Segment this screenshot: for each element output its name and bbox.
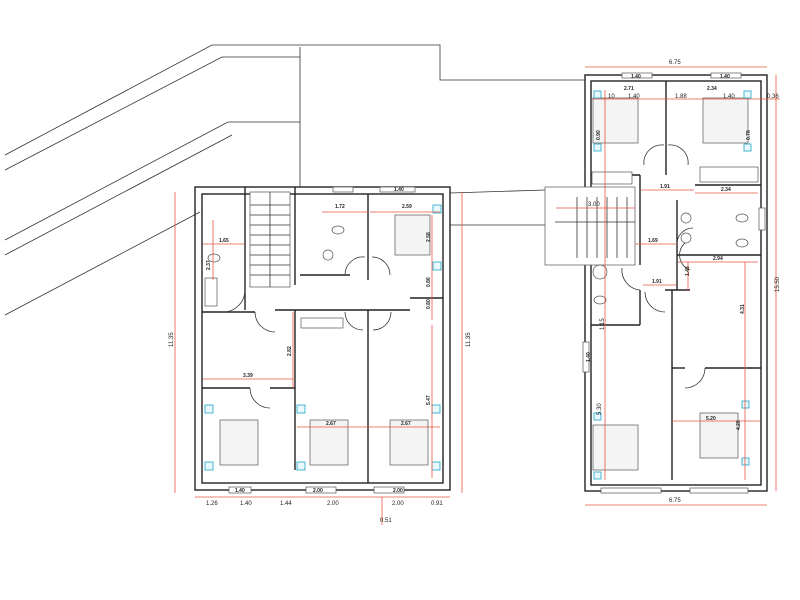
dim-label: 0.78 [746, 130, 752, 140]
washbasin [592, 264, 608, 280]
overall-width-label: 6.75 [669, 498, 681, 504]
window-label: 1.40 [720, 74, 730, 80]
window-label: 2.00 [313, 488, 323, 494]
overall-height-label: 15.50 [775, 276, 781, 292]
dim-label: 4.28 [736, 420, 742, 430]
dim-label: 3.39 [243, 373, 253, 379]
roof-outline [4, 44, 585, 316]
wardrobe [300, 317, 344, 329]
bed [702, 97, 749, 144]
dim-label: 2.34 [707, 86, 717, 92]
dim-label: 1.40 [628, 94, 640, 100]
staircase [544, 186, 636, 266]
bottom-dim: 2.00 [327, 501, 339, 507]
dim-label: 2.37 [206, 260, 212, 270]
overall-height-label: 11.35 [169, 332, 175, 347]
dim-label: 5.47 [426, 395, 432, 405]
door-swings [224, 256, 392, 409]
bed [592, 424, 639, 471]
right-floor-plan: 6.75 1.40 1.40 2.71 2.34 10 1.40 1.88 1.… [544, 60, 781, 506]
bottom-dim: 0.51 [380, 518, 392, 524]
sink [680, 212, 692, 224]
toilet [735, 213, 749, 223]
dim-label: 5.30 [597, 403, 603, 415]
dimension-lines [174, 192, 463, 525]
toilet [331, 225, 345, 235]
left-floor-plan: 1.72 2.59 1.40 1.65 2.37 2.58 0.86 0.80 … [169, 186, 472, 525]
dimension-lines [556, 66, 780, 506]
window-label: 1.40 [586, 352, 592, 362]
dim-label: 5.20 [706, 416, 716, 422]
bed [389, 419, 429, 466]
dim-label: 2.67 [326, 421, 336, 427]
window-label: 2.00 [393, 488, 403, 494]
dim-label: 10 [608, 94, 615, 100]
dim-label: 2.94 [713, 256, 723, 262]
bed [592, 97, 639, 144]
dim-label: 0.86 [426, 277, 432, 287]
dim-label: 0.90 [596, 130, 602, 140]
dim-label: 1.15 [600, 318, 606, 330]
toilet [593, 295, 607, 305]
bed [219, 419, 259, 466]
dim-label: 0.36 [767, 94, 779, 100]
bottom-dim: 2.00 [392, 501, 404, 507]
dim-label: 2.67 [401, 421, 411, 427]
dim-label: 3.00 [588, 202, 600, 208]
dim-label: 1.69 [648, 238, 658, 244]
dim-label: 2.71 [624, 86, 634, 92]
sink [322, 249, 334, 261]
dim-label: 1.91 [652, 279, 662, 285]
dim-label: 6.75 [669, 60, 681, 66]
dim-label: 1.72 [335, 204, 345, 210]
bed [309, 419, 349, 466]
window-label: 1.40 [394, 187, 404, 193]
bottom-dim: 1.26 [206, 501, 218, 507]
toilet [207, 253, 221, 263]
bottom-dim: 1.40 [240, 501, 252, 507]
dim-label: 4.31 [740, 304, 746, 314]
bed [699, 412, 739, 459]
door-swings [621, 144, 706, 389]
bidet [735, 238, 749, 248]
dim-label: 1.91 [660, 184, 670, 190]
dim-label: 0.80 [426, 299, 432, 309]
window-label: 1.40 [631, 74, 641, 80]
dim-label: 1.88 [675, 94, 687, 100]
bed [394, 214, 431, 256]
overall-height-label: 11.35 [466, 332, 472, 347]
dim-label: 2.82 [287, 346, 293, 356]
dim-label: 2.59 [402, 204, 412, 210]
bottom-dim: 1.44 [280, 501, 292, 507]
dim-label: 1.65 [219, 238, 229, 244]
window-label: 1.40 [235, 488, 245, 494]
dim-label: 1.40 [723, 94, 735, 100]
sink [680, 232, 692, 244]
dim-label: 2.58 [426, 232, 432, 242]
dim-label: 2.34 [721, 187, 731, 193]
shower [204, 277, 218, 307]
bottom-dim: 0.91 [431, 501, 443, 507]
dim-label: 1.45 [685, 266, 691, 276]
